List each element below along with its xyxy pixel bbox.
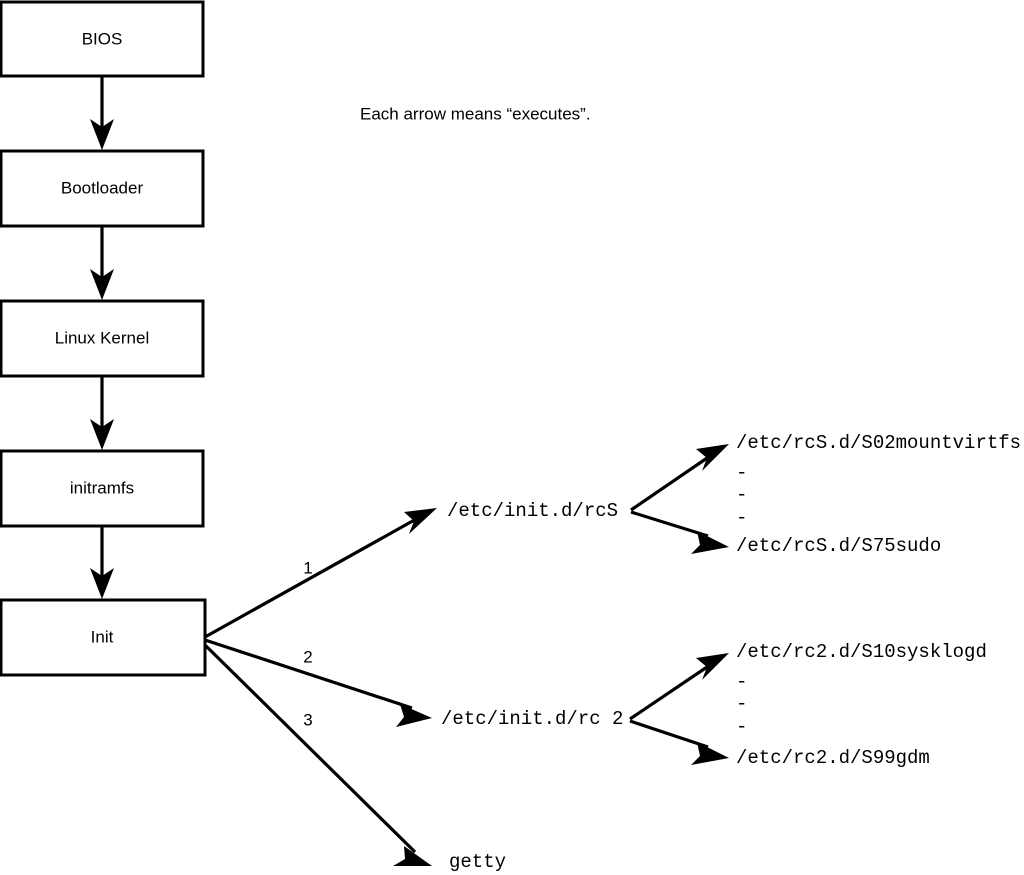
arrow-head-icon [90,419,114,450]
arrow-initramfs-to-init [90,526,114,599]
arrow-head-icon [90,269,114,300]
node-init[interactable]: Init [0,598,207,677]
ellipsis-dash: - [736,484,747,506]
ellipsis-dash: - [736,716,747,738]
arrow-head-icon [393,846,432,866]
arrow-rcs-to-last-script [630,510,729,554]
node-label-initramfs: initramfs [70,478,134,497]
arrow-kernel-to-initramfs [90,376,114,450]
ellipsis-dash: - [736,507,747,529]
arrow-head-icon [691,531,729,554]
arrow-head-icon [404,508,437,534]
node-initramfs[interactable]: initramfs [0,449,205,528]
edge-number-1: 1 [303,558,312,577]
arrow-init-to-rc2 [204,638,432,727]
label-rc2-first-script: /etc/rc2.d/S10sysklogd [736,641,987,663]
node-kernel[interactable]: Linux Kernel [0,299,205,378]
arrow-head-icon [691,742,729,765]
node-label-bios: BIOS [82,29,123,48]
arrow-bios-to-bootloader [90,76,114,150]
arrow-head-icon [90,119,114,150]
node-box-init[interactable] [0,598,207,677]
label-init-d-rc2: /etc/init.d/rc 2 [441,708,623,730]
arrow-head-icon [696,444,729,471]
edge-number-2: 2 [303,647,312,666]
label-rc2-last-script: /etc/rc2.d/S99gdm [736,747,930,769]
edge-number-3: 3 [303,710,312,729]
arrow-rcs-to-first-script [630,444,729,512]
label-init-d-rcs: /etc/init.d/rcS [447,500,618,522]
node-label-kernel: Linux Kernel [55,328,150,347]
ellipsis-dash: - [736,693,747,715]
node-label-bootloader: Bootloader [61,178,144,197]
node-box-initramfs[interactable] [0,449,205,528]
arrow-head-icon [396,704,432,727]
arrow-init-to-rcs [204,508,437,639]
arrow-head-icon [90,568,114,599]
node-box-bios[interactable] [0,0,205,78]
node-label-init: Init [91,627,114,646]
label-rcs-first-script: /etc/rcS.d/S02mountvirtfs [736,432,1021,454]
arrow-rc2-to-first-script [629,653,729,721]
label-rcs-last-script: /etc/rcS.d/S75sudo [736,535,941,557]
node-box-bootloader[interactable] [0,149,205,228]
arrow-init-to-getty [203,643,432,866]
label-getty: getty [449,851,506,873]
arrow-head-icon [696,653,729,680]
ellipsis-dash: - [736,671,747,693]
arrow-bootloader-to-kernel [90,226,114,300]
legend-note: Each arrow means “executes”. [360,104,591,123]
node-bootloader[interactable]: Bootloader [0,149,205,228]
ellipsis-dash: - [736,462,747,484]
node-bios[interactable]: BIOS [0,0,205,78]
arrow-rc2-to-last-script [629,719,729,765]
